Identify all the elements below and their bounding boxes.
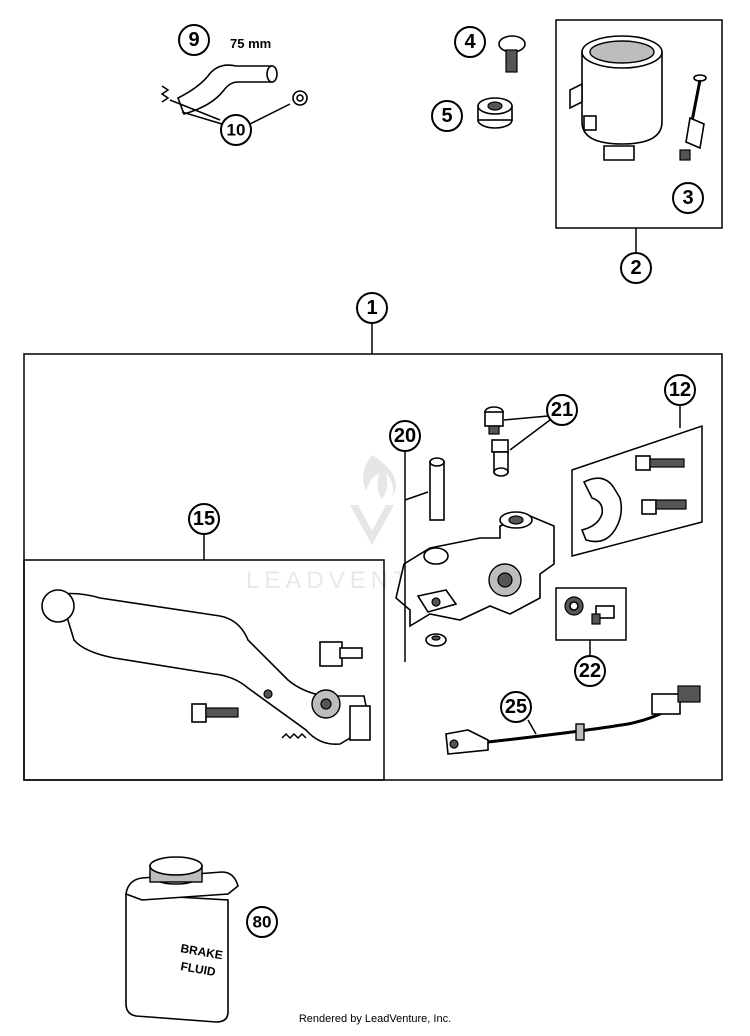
callout-21: 21 xyxy=(546,394,578,426)
brake-fluid-can: BRAKE FLUID xyxy=(125,856,239,1023)
svg-text:15: 15 xyxy=(193,508,215,530)
switch-box xyxy=(555,587,627,641)
svg-text:9: 9 xyxy=(188,29,199,51)
footer-credit: Rendered by LeadVenture, Inc. xyxy=(299,1013,451,1025)
svg-text:1: 1 xyxy=(366,297,377,319)
callout-9: 9 xyxy=(178,24,210,56)
can-label-line2: FLUID xyxy=(179,959,217,979)
nut-part xyxy=(425,633,447,647)
hose-group: 75 mm xyxy=(160,36,308,125)
hose-dimension-label: 75 mm xyxy=(230,36,271,51)
bleed-screw-part-2 xyxy=(491,439,509,477)
svg-text:20: 20 xyxy=(394,425,416,447)
grommet-part xyxy=(477,97,513,129)
svg-text:5: 5 xyxy=(441,105,452,127)
svg-text:25: 25 xyxy=(505,696,527,718)
svg-text:3: 3 xyxy=(682,187,693,209)
callout-10: 10 xyxy=(220,114,252,146)
svg-text:10: 10 xyxy=(227,121,246,140)
brake-hose xyxy=(176,64,273,115)
master-cylinder-body xyxy=(395,511,555,628)
callout-22: 22 xyxy=(574,655,606,687)
callout-80: 80 xyxy=(246,906,278,938)
hose-end xyxy=(266,65,278,83)
svg-text:80: 80 xyxy=(253,913,272,932)
callout-3: 3 xyxy=(672,182,704,214)
switch-part xyxy=(564,596,615,625)
callout-12: 12 xyxy=(664,374,696,406)
clamp-bolt-part-1 xyxy=(635,455,685,471)
callout-4: 4 xyxy=(454,26,486,58)
svg-text:2: 2 xyxy=(630,257,641,279)
callout-5: 5 xyxy=(431,100,463,132)
lever-pivot-bolt-part xyxy=(191,703,239,723)
screw-part xyxy=(498,35,526,73)
svg-text:4: 4 xyxy=(464,31,476,53)
callout-20: 20 xyxy=(389,420,421,452)
callout-1: 1 xyxy=(356,292,388,324)
clamp-box xyxy=(571,424,703,557)
piston-pin-part xyxy=(429,457,445,521)
lever-spring-part xyxy=(281,732,307,740)
callout-15: 15 xyxy=(188,503,220,535)
clamp-part xyxy=(580,477,623,543)
hose-spring-clip-left xyxy=(160,85,170,103)
svg-text:12: 12 xyxy=(669,379,691,401)
reservoir-bracket-screw xyxy=(679,74,707,161)
svg-text:22: 22 xyxy=(579,660,601,682)
clamp-bolt-part-2 xyxy=(641,499,687,515)
callout-2: 2 xyxy=(620,252,652,284)
reservoir-box xyxy=(555,19,723,229)
brake-light-cable-part xyxy=(445,685,701,755)
reservoir-part xyxy=(569,35,663,161)
callout-25: 25 xyxy=(500,691,532,723)
bleed-screw-part-1 xyxy=(484,406,504,435)
brake-lever-part xyxy=(41,589,371,746)
svg-text:21: 21 xyxy=(551,399,573,421)
lever-adjuster-part xyxy=(319,641,363,667)
